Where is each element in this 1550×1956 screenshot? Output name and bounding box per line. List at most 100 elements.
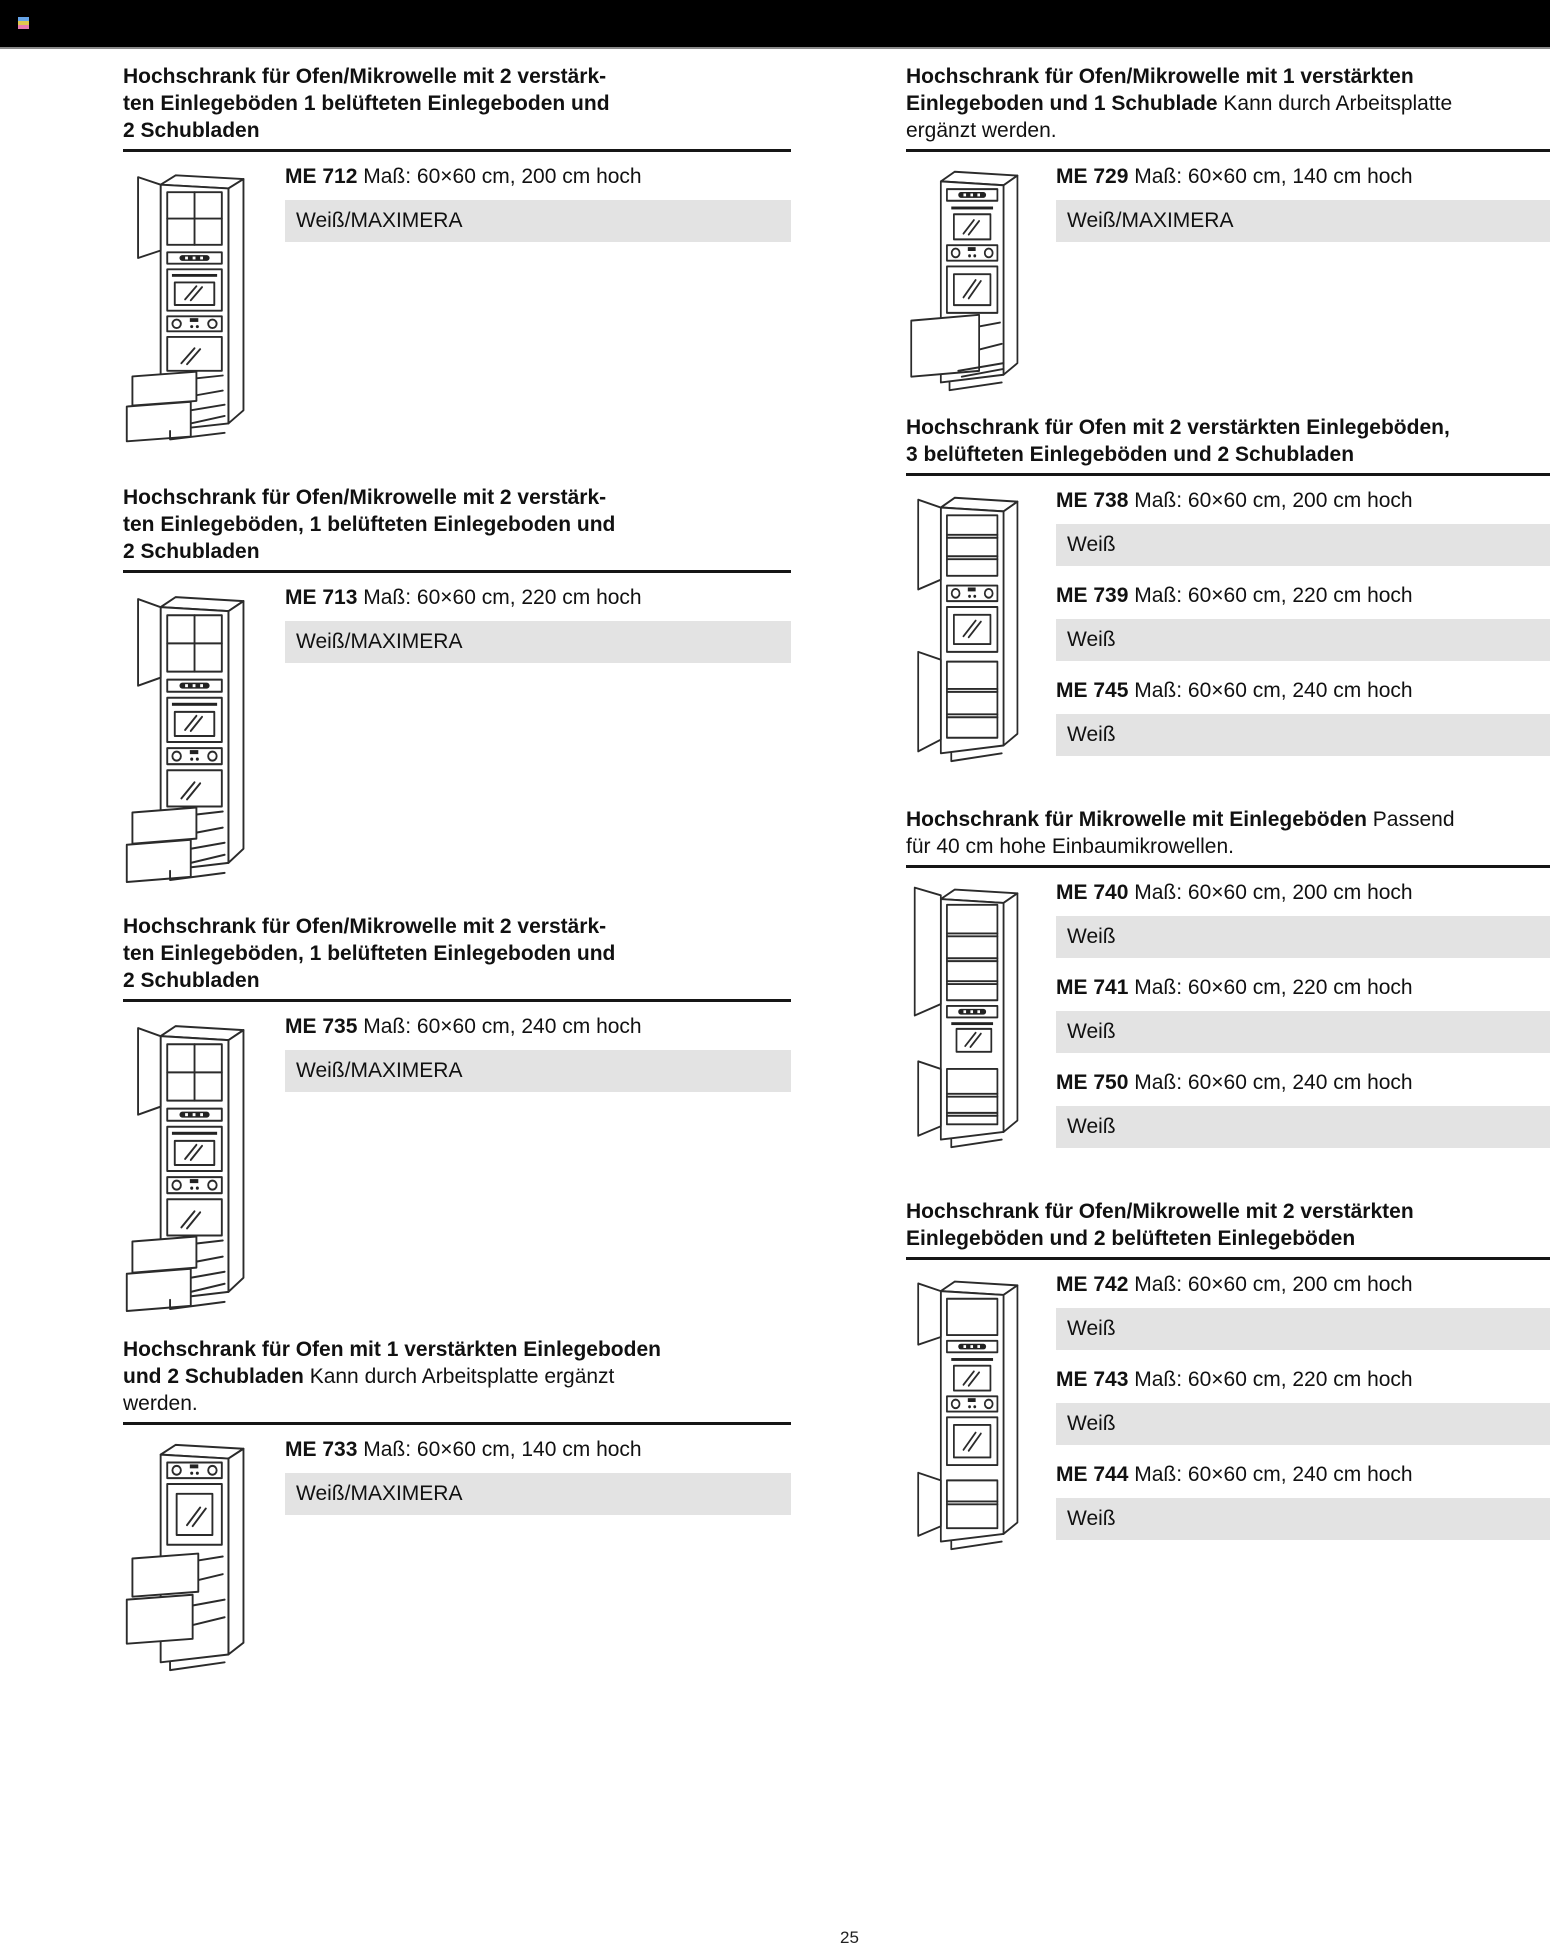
product-code: ME 742: [1056, 1273, 1129, 1296]
product-code: ME 712: [285, 165, 358, 188]
section-heading-bold: Hochschrank für Ofen mit 1 verstärkten E…: [123, 1338, 661, 1388]
product-code: ME 739: [1056, 584, 1129, 607]
right-column: Hochschrank für Ofen/Mikrowelle mit 1 ve…: [906, 63, 1550, 1556]
section-heading: Hochschrank für Ofen mit 2 verstärkten E…: [906, 414, 1550, 468]
page-content: Hochschrank für Ofen/Mikrowelle mit 2 ve…: [0, 49, 1550, 1677]
section-heading-bold: Hochschrank für Ofen/Mikrowelle mit 2 ve…: [906, 1200, 1414, 1250]
cabinet-figure: [123, 1002, 285, 1316]
product-spec-line: ME 740 Maß: 60×60 cm, 200 cm hoch: [1056, 879, 1550, 906]
section-rule: [906, 473, 1550, 476]
cabinet-microwave-oven-one-open-drawer-icon: [910, 170, 1019, 392]
product-list: ME 712 Maß: 60×60 cm, 200 cm hoch Weiß/M…: [285, 152, 791, 446]
finish-bar: Weiß/MAXIMERA: [1056, 200, 1550, 242]
section-row: ME 742 Maß: 60×60 cm, 200 cm hoch Weiß M…: [906, 1260, 1550, 1556]
section-heading: Hochschrank für Ofen/Mikrowelle mit 2 ve…: [906, 1198, 1550, 1252]
cabinet-shelves-oven-shelves-open-doors-icon: [917, 496, 1019, 763]
cabinet-figure: [906, 1260, 1056, 1556]
section-heading: Hochschrank für Ofen/Mikrowelle mit 2 ve…: [123, 63, 791, 144]
product-spec-line: ME 713 Maß: 60×60 cm, 220 cm hoch: [285, 584, 791, 611]
product-dimensions: Maß: 60×60 cm, 220 cm hoch: [1134, 584, 1413, 607]
section-heading-bold: Hochschrank für Ofen/Mikrowelle mit 1 ve…: [906, 65, 1414, 115]
section-row: ME 733 Maß: 60×60 cm, 140 cm hoch Weiß/M…: [123, 1425, 791, 1677]
product-code: ME 750: [1056, 1071, 1129, 1094]
product-dimensions: Maß: 60×60 cm, 140 cm hoch: [363, 1438, 642, 1461]
section-heading: Hochschrank für Ofen/Mikrowelle mit 2 ve…: [123, 913, 791, 994]
section-heading: Hochschrank für Ofen mit 1 verstärkten E…: [123, 1336, 791, 1417]
product-dimensions: Maß: 60×60 cm, 220 cm hoch: [1134, 1368, 1413, 1391]
finish-bar: Weiß/MAXIMERA: [285, 621, 791, 663]
cabinet-figure: [906, 152, 1056, 396]
product-dimensions: Maß: 60×60 cm, 220 cm hoch: [363, 586, 642, 609]
section-heading-rest: Kann durch Arbeitsplatte ergänzt werden.: [123, 1365, 615, 1415]
favicon-stripe-bottom: [18, 24, 29, 29]
cabinet-oven-two-open-drawers-icon: [125, 1443, 245, 1672]
product-spec-line: ME 744 Maß: 60×60 cm, 240 cm hoch: [1056, 1461, 1550, 1488]
finish-bar: Weiß/MAXIMERA: [285, 1473, 791, 1515]
cabinet-figure: [906, 868, 1056, 1164]
product-code: ME 745: [1056, 679, 1129, 702]
product-dimensions: Maß: 60×60 cm, 200 cm hoch: [1134, 881, 1413, 904]
product-section-me742-group: Hochschrank für Ofen/Mikrowelle mit 2 ve…: [906, 1198, 1550, 1556]
section-heading: Hochschrank für Mikrowelle mit Einlegebö…: [906, 806, 1550, 860]
product-dimensions: Maß: 60×60 cm, 140 cm hoch: [1134, 165, 1413, 188]
section-rule: [123, 149, 791, 152]
product-spec-line: ME 750 Maß: 60×60 cm, 240 cm hoch: [1056, 1069, 1550, 1096]
section-rule: [906, 149, 1550, 152]
finish-bar: Weiß: [1056, 1106, 1550, 1148]
finish-bar: Weiß/MAXIMERA: [285, 1050, 791, 1092]
section-row: ME 738 Maß: 60×60 cm, 200 cm hoch Weiß M…: [906, 476, 1550, 772]
product-list: ME 738 Maß: 60×60 cm, 200 cm hoch Weiß M…: [1056, 476, 1550, 772]
cabinet-figure: [123, 1425, 285, 1677]
finish-bar: Weiß: [1056, 524, 1550, 566]
favicon-stripe-middle: [18, 21, 29, 25]
finish-bar: Weiß: [1056, 1498, 1550, 1540]
product-section-me738-group: Hochschrank für Ofen mit 2 verstärkten E…: [906, 414, 1550, 772]
product-code: ME 729: [1056, 165, 1129, 188]
section-row: ME 712 Maß: 60×60 cm, 200 cm hoch Weiß/M…: [123, 152, 791, 446]
product-spec-line: ME 742 Maß: 60×60 cm, 200 cm hoch: [1056, 1271, 1550, 1298]
product-code: ME 740: [1056, 881, 1129, 904]
product-spec-line: ME 738 Maß: 60×60 cm, 200 cm hoch: [1056, 487, 1550, 514]
product-section-me712: Hochschrank für Ofen/Mikrowelle mit 2 ve…: [123, 63, 791, 446]
product-dimensions: Maß: 60×60 cm, 240 cm hoch: [1134, 1071, 1413, 1094]
product-spec-line: ME 729 Maß: 60×60 cm, 140 cm hoch: [1056, 163, 1550, 190]
section-rule: [906, 1257, 1550, 1260]
favicon-stripe-top: [18, 17, 29, 22]
product-spec-line: ME 745 Maß: 60×60 cm, 240 cm hoch: [1056, 677, 1550, 704]
product-list: ME 713 Maß: 60×60 cm, 220 cm hoch Weiß/M…: [285, 573, 791, 887]
product-section-me729: Hochschrank für Ofen/Mikrowelle mit 1 ve…: [906, 63, 1550, 396]
product-section-me713: Hochschrank für Ofen/Mikrowelle mit 2 ve…: [123, 484, 791, 887]
section-heading-bold: Hochschrank für Ofen mit 2 verstärkten E…: [906, 416, 1450, 466]
product-dimensions: Maß: 60×60 cm, 220 cm hoch: [1134, 976, 1413, 999]
section-heading-bold: Hochschrank für Mikrowelle mit Einlegebö…: [906, 808, 1367, 831]
favicon-icon: [18, 17, 29, 29]
section-heading: Hochschrank für Ofen/Mikrowelle mit 2 ve…: [123, 484, 791, 565]
section-row: ME 729 Maß: 60×60 cm, 140 cm hoch Weiß/M…: [906, 152, 1550, 396]
section-heading-bold: Hochschrank für Ofen/Mikrowelle mit 2 ve…: [123, 915, 616, 992]
cabinet-figure: [906, 476, 1056, 772]
product-list: ME 735 Maß: 60×60 cm, 240 cm hoch Weiß/M…: [285, 1002, 791, 1316]
left-column: Hochschrank für Ofen/Mikrowelle mit 2 ve…: [123, 63, 791, 1677]
product-section-me733: Hochschrank für Ofen mit 1 verstärkten E…: [123, 1336, 791, 1677]
cabinet-door-microwave-oven-shelves-icon: [917, 1280, 1019, 1551]
product-list: ME 733 Maß: 60×60 cm, 140 cm hoch Weiß/M…: [285, 1425, 791, 1677]
product-dimensions: Maß: 60×60 cm, 200 cm hoch: [1134, 489, 1413, 512]
section-heading-bold: Hochschrank für Ofen/Mikrowelle mit 2 ve…: [123, 65, 610, 142]
product-code: ME 741: [1056, 976, 1129, 999]
product-code: ME 733: [285, 1438, 358, 1461]
product-code: ME 713: [285, 586, 358, 609]
product-section-me735: Hochschrank für Ofen/Mikrowelle mit 2 ve…: [123, 913, 791, 1316]
section-row: ME 713 Maß: 60×60 cm, 220 cm hoch Weiß/M…: [123, 573, 791, 887]
product-dimensions: Maß: 60×60 cm, 240 cm hoch: [1134, 679, 1413, 702]
product-section-me740-group: Hochschrank für Mikrowelle mit Einlegebö…: [906, 806, 1550, 1164]
top-black-bar: [0, 0, 1550, 49]
product-spec-line: ME 743 Maß: 60×60 cm, 220 cm hoch: [1056, 1366, 1550, 1393]
finish-bar: Weiß: [1056, 916, 1550, 958]
product-code: ME 743: [1056, 1368, 1129, 1391]
section-row: ME 735 Maß: 60×60 cm, 240 cm hoch Weiß/M…: [123, 1002, 791, 1316]
cabinet-oven-microwave-two-open-drawers-icon: [125, 1025, 245, 1312]
section-heading-bold: Hochschrank für Ofen/Mikrowelle mit 2 ve…: [123, 486, 616, 563]
finish-bar: Weiß: [1056, 714, 1550, 756]
cabinet-oven-microwave-two-open-drawers-icon: [125, 174, 245, 443]
